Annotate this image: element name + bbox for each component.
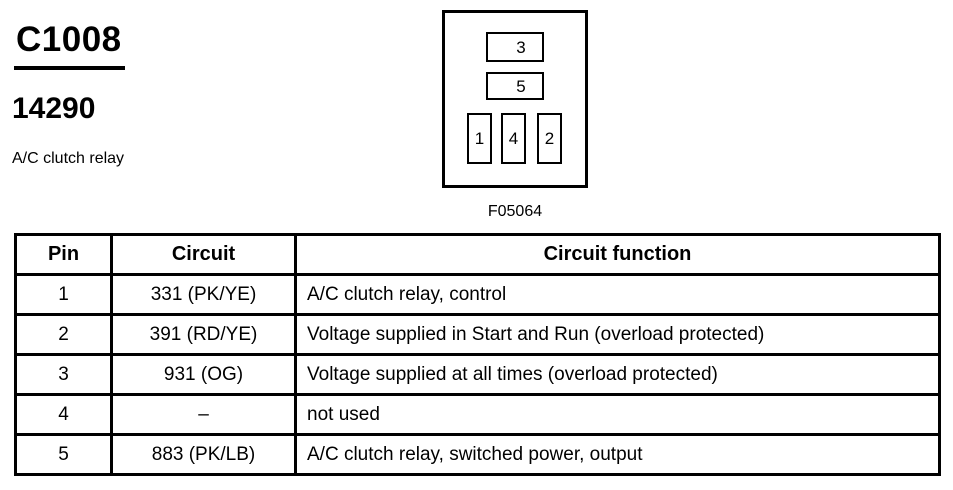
table-row: 3 931 (OG) Voltage supplied at all times… bbox=[14, 353, 941, 396]
pin-cavity-1-label: 1 bbox=[474, 129, 485, 148]
pin-cavity-1: 1 bbox=[467, 113, 492, 164]
pinout-table: Pin Circuit Circuit function 1 331 (PK/Y… bbox=[14, 233, 941, 476]
connector-id-title: C1008 bbox=[14, 20, 125, 70]
circuit-cell: 931 (OG) bbox=[110, 353, 297, 396]
pin-cell: 4 bbox=[14, 393, 113, 436]
column-header-pin: Pin bbox=[14, 233, 113, 276]
circuit-function-cell: A/C clutch relay, switched power, output bbox=[294, 433, 941, 476]
table-row: 2 391 (RD/YE) Voltage supplied in Start … bbox=[14, 313, 941, 356]
pin-cavity-5-label: 5 bbox=[516, 76, 526, 96]
pin-cell: 2 bbox=[14, 313, 113, 356]
table-row: 5 883 (PK/LB) A/C clutch relay, switched… bbox=[14, 433, 941, 476]
table-header-row: Pin Circuit Circuit function bbox=[14, 233, 941, 276]
pin-cavity-4-label: 4 bbox=[508, 129, 519, 148]
circuit-cell: 391 (RD/YE) bbox=[110, 313, 297, 356]
pin-cell: 5 bbox=[14, 433, 113, 476]
pin-cavity-2: 2 bbox=[537, 113, 562, 164]
pin-cavity-4: 4 bbox=[501, 113, 526, 164]
column-header-circuit-function: Circuit function bbox=[294, 233, 941, 276]
circuit-cell: 883 (PK/LB) bbox=[110, 433, 297, 476]
pin-cavity-2-label: 2 bbox=[544, 129, 555, 148]
circuit-cell: 331 (PK/YE) bbox=[110, 273, 297, 316]
pin-cavity-3-label: 3 bbox=[516, 37, 526, 57]
pin-cell: 3 bbox=[14, 353, 113, 396]
pin-cell: 1 bbox=[14, 273, 113, 316]
circuit-function-cell: Voltage supplied in Start and Run (overl… bbox=[294, 313, 941, 356]
table-row: 4 – not used bbox=[14, 393, 941, 436]
pin-cavity-3: 3 bbox=[486, 32, 544, 62]
connector-face-diagram: 3 5 1 4 2 bbox=[442, 10, 588, 188]
circuit-function-cell: not used bbox=[294, 393, 941, 436]
column-header-circuit: Circuit bbox=[110, 233, 297, 276]
circuit-function-cell: Voltage supplied at all times (overload … bbox=[294, 353, 941, 396]
figure-number-label: F05064 bbox=[487, 203, 543, 220]
connector-description: A/C clutch relay bbox=[12, 150, 125, 167]
table-row: 1 331 (PK/YE) A/C clutch relay, control bbox=[14, 273, 941, 316]
circuit-cell: – bbox=[110, 393, 297, 436]
part-number: 14290 bbox=[12, 92, 96, 125]
circuit-function-cell: A/C clutch relay, control bbox=[294, 273, 941, 316]
pin-cavity-5: 5 bbox=[486, 72, 544, 100]
